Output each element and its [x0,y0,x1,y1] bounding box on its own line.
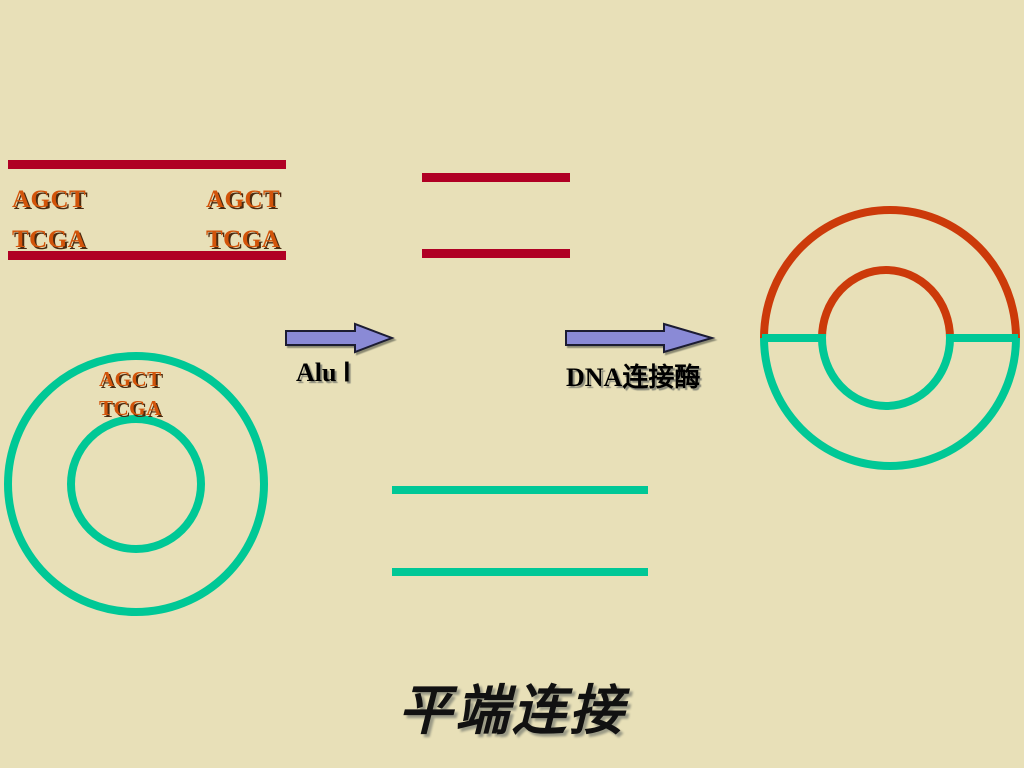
plasmid-site-bottom-sequence: TCGA [99,396,162,420]
recombinant-outer-top-arc-insert [760,206,1020,339]
teal-fragment-strand-2 [392,568,648,576]
cut-teal-fragments [392,486,648,576]
recombinant-plasmid-graphic [760,206,1020,470]
ligation-junction-right [946,334,1018,342]
circular-plasmid-graphic [4,352,268,616]
arrow-right-icon [565,322,716,354]
alu-enzyme-label: Alu Ⅰ [296,358,351,387]
plasmid-inner-ring [67,415,205,553]
cut-red-fragments [422,173,570,258]
slide-caption: 平端连接 [398,681,626,741]
recombinant-inner-bottom-arc-vector [818,337,954,410]
dna-ligase-label: DNA连接酶 [566,363,701,392]
plasmid-site-top-sequence: AGCT [99,367,162,391]
red-fragment-strand-2 [422,249,570,258]
linear-dna-backbone [8,160,286,260]
recombinant-inner-top-arc-insert [818,266,954,339]
linear-dna-top-strand-line [8,160,286,169]
linear-dna-bottom-sequence-left: TCGA [12,226,87,253]
plasmid-outer-ring [4,352,268,616]
ligase-arrow [565,322,716,354]
arrow-right-icon [285,322,395,354]
linear-dna-top-sequence-left: AGCT [12,186,87,213]
ligation-junction-left [762,334,826,342]
alu-arrow [285,322,395,354]
red-fragment-strand-1 [422,173,570,182]
linear-dna-bottom-sequence-right: TCGA [206,226,281,253]
recombinant-outer-bottom-arc-vector [760,337,1020,470]
linear-dna-top-sequence-right: AGCT [206,186,281,213]
linear-dna-bottom-strand-line [8,251,286,260]
teal-fragment-strand-1 [392,486,648,494]
